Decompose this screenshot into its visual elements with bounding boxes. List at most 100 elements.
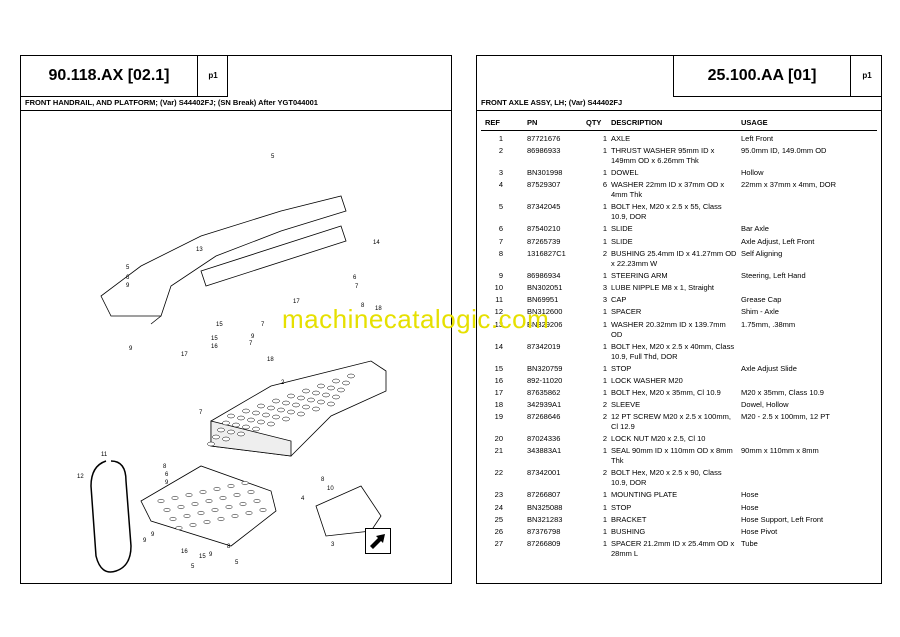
callout-label: 7 <box>199 410 203 416</box>
cell-quantity: 1 <box>602 514 607 524</box>
cell-quantity: 1 <box>602 134 607 143</box>
cell-part-number: BN320759 <box>527 363 563 373</box>
cell-part-number: 87266807 <box>527 490 561 500</box>
cell-ref: 6 <box>498 224 503 234</box>
cell-description: MOUNTING PLATE <box>611 490 678 500</box>
cell-description: LOCK WASHER M20 <box>611 375 683 385</box>
header-description: DESCRIPTION <box>611 118 663 127</box>
cell-usage: M20 - 2.5 x 100mm, 12 PT <box>741 412 830 422</box>
cell-description: WASHER 20.32mm ID x 139.7mm <box>611 319 726 329</box>
cell-usage: Self Aligning <box>741 248 783 258</box>
cell-usage: Axle Adjust Slide <box>741 363 797 373</box>
callout-label: 15 <box>199 554 206 560</box>
header-usage: USAGE <box>741 118 768 127</box>
callout-label: 5 <box>126 265 130 271</box>
callout-label: 11 <box>101 452 108 458</box>
cell-ref: 18 <box>494 400 503 410</box>
cell-ref: 10 <box>494 282 503 292</box>
cell-usage: Hose <box>741 502 759 512</box>
callout-label: 3 <box>331 542 335 548</box>
platform-holes <box>207 373 355 447</box>
cell-usage: Hose Support, Left Front <box>741 514 824 524</box>
cell-part-number: 87529307 <box>527 180 561 190</box>
cell-ref: 11 <box>495 295 503 305</box>
cell-description-cont: 28mm L <box>611 549 639 559</box>
cell-usage: Dowel, Hollow <box>741 400 789 410</box>
callout-label: 5 <box>271 154 275 160</box>
cell-ref: 3 <box>498 168 503 178</box>
callout-label: 6 <box>126 275 130 281</box>
cell-ref: 12 <box>494 307 503 317</box>
callout-label: 8 <box>227 544 231 550</box>
callout-label: 5 <box>191 564 195 570</box>
cell-usage: Hose <box>741 490 759 500</box>
callout-label: 8 <box>321 477 325 483</box>
cell-part-number: BN329206 <box>527 319 563 329</box>
handrail-part <box>100 195 347 325</box>
cell-ref: 23 <box>494 490 503 500</box>
cell-part-number: 87342045 <box>527 202 561 212</box>
cell-description: WASHER 22mm ID x 37mm OD x <box>611 180 725 190</box>
cell-description: SPACER 21.2mm ID x 25.4mm OD x <box>611 539 735 549</box>
cell-ref: 24 <box>494 502 503 512</box>
callout-label: 9 <box>129 346 133 352</box>
callout-label: 9 <box>126 283 130 289</box>
cell-description: LOCK NUT M20 x 2.5, Cl 10 <box>611 434 706 444</box>
cell-ref: 8 <box>498 248 503 258</box>
parts-list-page: 25.100.AA [01] p1 FRONT AXLE ASSY, LH; (… <box>476 55 882 584</box>
cell-description-cont: OD <box>611 329 623 339</box>
cell-description: SLEEVE <box>611 400 641 410</box>
cell-description: LUBE NIPPLE M8 x 1, Straight <box>611 282 714 292</box>
cell-description-cont: 10.9, DOR <box>611 212 647 222</box>
cell-ref: 26 <box>494 527 503 536</box>
cell-ref: 13 <box>494 319 503 329</box>
cell-quantity: 1 <box>602 168 607 178</box>
section-code: 25.100.AA [01] <box>707 67 817 84</box>
cell-description: STEERING ARM <box>611 270 668 280</box>
cell-part-number: 87268646 <box>527 412 561 422</box>
cell-description-cont: x 22.23mm W <box>611 258 658 268</box>
cell-description: BUSHING 25.4mm ID x 41.27mm OD <box>611 248 737 258</box>
cell-usage: 95.0mm ID, 149.0mm OD <box>741 146 827 156</box>
cell-quantity: 1 <box>602 446 607 456</box>
cell-description: SPACER <box>611 307 642 317</box>
next-page-arrow-icon[interactable] <box>365 528 391 554</box>
callout-label: 18 <box>375 306 382 312</box>
cell-description: AXLE <box>611 134 631 143</box>
cell-quantity: 3 <box>602 282 607 292</box>
cell-part-number: 87540210 <box>527 224 561 234</box>
callout-label: 16 <box>181 549 188 555</box>
cell-description-cont: 4mm Thk <box>611 190 643 200</box>
cell-quantity: 2 <box>602 412 607 422</box>
cell-part-number: BN312600 <box>527 307 563 317</box>
cell-quantity: 3 <box>602 295 607 305</box>
callout-label: 6 <box>165 472 169 478</box>
cell-ref: 17 <box>494 387 503 397</box>
cell-ref: 20 <box>494 434 503 444</box>
cell-quantity: 1 <box>602 224 607 234</box>
callout-label: 5 <box>235 560 239 566</box>
left-title-box: 90.118.AX [02.1] p1 <box>21 56 228 97</box>
callout-label: 18 <box>267 357 274 363</box>
callout-label: 9 <box>151 532 155 538</box>
cell-ref: 25 <box>494 514 503 524</box>
cell-quantity: 1 <box>602 270 607 280</box>
cell-usage: M20 x 35mm, Class 10.9 <box>741 387 824 397</box>
bracket-part <box>315 485 382 537</box>
page-ref: p1 <box>850 56 883 96</box>
cell-part-number: BN69951 <box>527 295 559 305</box>
cell-ref: 21 <box>494 446 503 456</box>
cell-part-number: 87342001 <box>527 468 561 478</box>
cell-ref: 14 <box>494 341 503 351</box>
